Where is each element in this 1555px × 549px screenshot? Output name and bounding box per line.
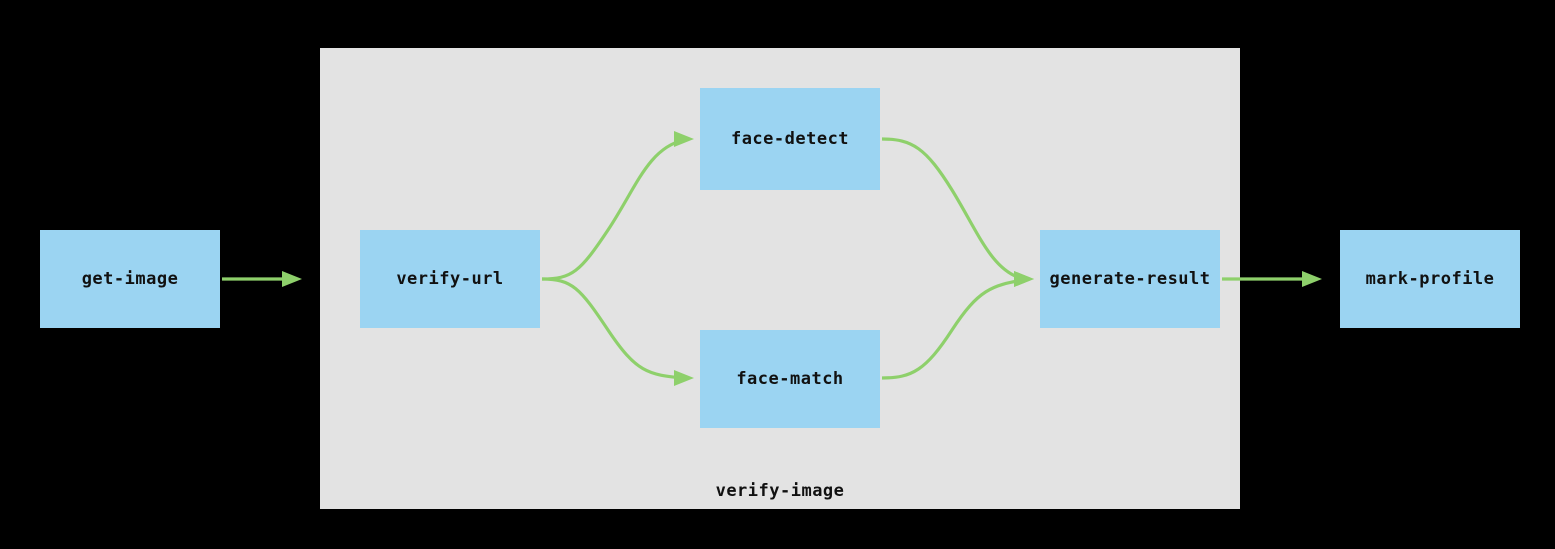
node-label-get-image: get-image: [81, 269, 179, 289]
edge-get-image-to-verify-url: [222, 271, 302, 287]
node-generate-result[interactable]: generate-result: [1040, 230, 1220, 328]
cluster-label-verify-image: verify-image: [715, 481, 845, 501]
node-face-match[interactable]: face-match: [700, 330, 880, 428]
node-face-detect[interactable]: face-detect: [700, 88, 880, 190]
node-get-image[interactable]: get-image: [40, 230, 220, 328]
arrowhead-icon: [1302, 271, 1322, 287]
node-verify-url[interactable]: verify-url: [360, 230, 540, 328]
node-label-face-detect: face-detect: [730, 129, 850, 149]
node-label-mark-profile: mark-profile: [1365, 269, 1495, 289]
node-mark-profile[interactable]: mark-profile: [1340, 230, 1520, 328]
node-label-verify-url: verify-url: [396, 269, 504, 289]
node-label-generate-result: generate-result: [1049, 269, 1211, 289]
arrowhead-icon: [282, 271, 302, 287]
node-label-face-match: face-match: [736, 369, 844, 389]
